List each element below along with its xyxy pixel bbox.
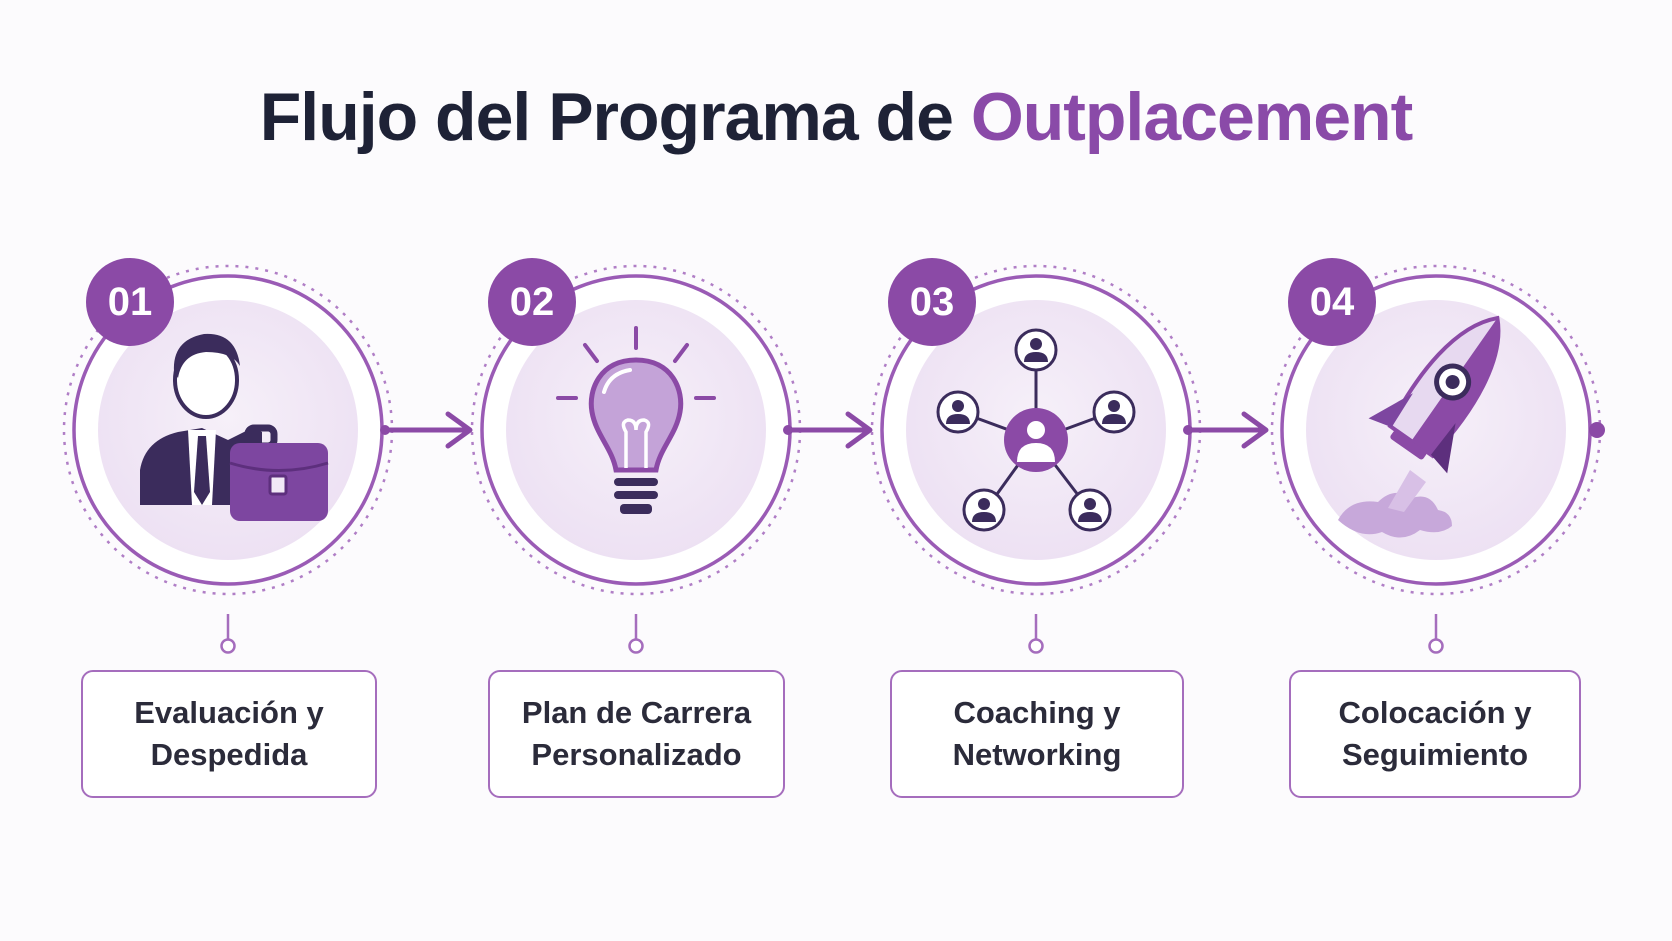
network-icon <box>936 328 1136 532</box>
step-1-badge: 01 <box>86 258 174 346</box>
title-accent: Outplacement <box>970 79 1413 155</box>
step-3-label: Coaching y Networking <box>890 670 1184 798</box>
connector-arrow-1 <box>380 411 473 449</box>
title-main: Flujo del Programa de <box>259 79 954 155</box>
lightbulb-icon <box>556 326 716 514</box>
step-4-badge: 04 <box>1288 258 1376 346</box>
step-4-label: Colocación y Seguimiento <box>1289 670 1581 798</box>
step-3-label-line-2: Networking <box>952 737 1122 772</box>
step-2-label: Plan de Carrera Personalizado <box>488 670 785 798</box>
step-4-label-line-2: Seguimiento <box>1341 737 1528 772</box>
step-1-label: Evaluación y Despedida <box>81 670 377 798</box>
step-1-label-line-2: Despedida <box>150 737 308 772</box>
rocket-icon <box>1338 315 1501 538</box>
person-briefcase-icon <box>140 333 329 521</box>
step-3-badge: 03 <box>888 258 976 346</box>
step-4-label-line-1: Colocación y <box>1338 695 1532 730</box>
step-1-label-line-1: Evaluación y <box>134 695 324 730</box>
label-connectors <box>220 614 1444 654</box>
step-2-badge: 02 <box>488 258 576 346</box>
step-3-label-line-1: Coaching y <box>953 695 1121 730</box>
step-2-label-line-2: Personalizado <box>531 737 742 772</box>
page-title: Flujo del Programa de Outplacement <box>0 78 1672 156</box>
connector-arrow-3 <box>1183 411 1269 449</box>
connector-arrow-2 <box>783 411 873 449</box>
step-2-label-line-1: Plan de Carrera <box>521 695 752 730</box>
